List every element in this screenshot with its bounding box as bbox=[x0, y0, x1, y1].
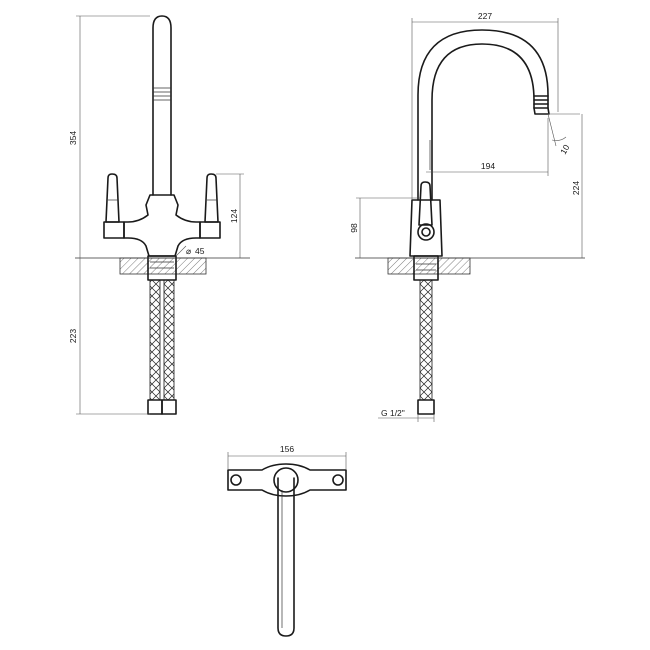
dim-side-reach-outer: 227 bbox=[411, 11, 559, 200]
dim-front-hose-length: 223 bbox=[68, 258, 150, 415]
dim-label-223: 223 bbox=[68, 329, 78, 343]
dim-side-reach-inner: 194 bbox=[426, 118, 549, 176]
dim-front-base-diameter: ⌀ 45 bbox=[175, 245, 205, 257]
dim-label-124: 124 bbox=[229, 209, 239, 223]
dim-side-spout-angle: 10 bbox=[547, 113, 580, 156]
dim-label-45: 45 bbox=[195, 246, 205, 256]
dim-label-156: 156 bbox=[280, 444, 294, 454]
dim-label-10: 10 bbox=[558, 143, 572, 156]
top-view: 156 bbox=[227, 444, 347, 637]
dim-label-354: 354 bbox=[68, 131, 78, 145]
dim-label-194: 194 bbox=[481, 161, 495, 171]
dim-front-handle-height: 124 bbox=[216, 173, 244, 258]
dim-top-handle-span: 156 bbox=[227, 444, 347, 470]
dim-side-thread: G 1/2" bbox=[378, 408, 435, 422]
dim-front-total-height: 354 bbox=[68, 15, 150, 258]
diameter-symbol: ⌀ bbox=[186, 246, 192, 256]
dim-label-227: 227 bbox=[478, 11, 492, 21]
side-view: 227 194 10 224 98 bbox=[349, 11, 585, 422]
dim-label-98: 98 bbox=[349, 223, 359, 233]
dim-side-spout-height: 224 bbox=[571, 114, 583, 258]
front-view: 354 124 ⌀ 45 223 bbox=[68, 15, 250, 415]
dim-side-handle-height: 98 bbox=[349, 197, 420, 258]
dim-label-224: 224 bbox=[571, 181, 581, 195]
dim-label-thread: G 1/2" bbox=[381, 408, 405, 418]
